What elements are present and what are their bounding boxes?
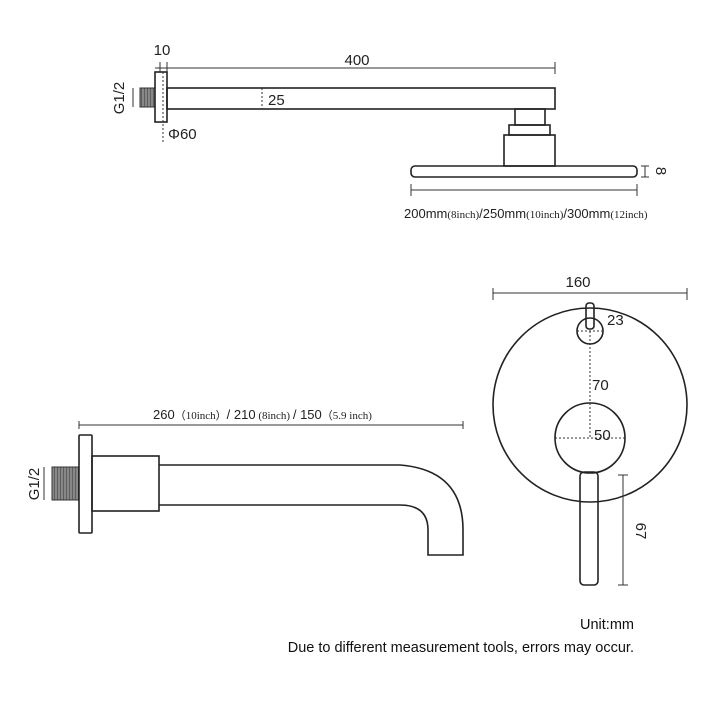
spout-body bbox=[159, 464, 464, 556]
unit-note: Unit:mm bbox=[580, 617, 634, 633]
mixer-plate bbox=[492, 307, 688, 503]
shower-head bbox=[410, 165, 638, 178]
flange-thickness-label: 10 bbox=[154, 42, 171, 59]
spout-flange bbox=[78, 434, 93, 534]
flange-diameter-label: Φ60 bbox=[168, 126, 197, 143]
lever-length-label: 67 bbox=[632, 523, 649, 540]
plate-diameter-label: 160 bbox=[565, 274, 590, 291]
spout-drawing: 260（10inch）/ 210 (8inch) / 150（5.9 inch)… bbox=[26, 407, 464, 556]
arm-length-label: 400 bbox=[344, 52, 369, 69]
knob-diameter-label: 23 bbox=[607, 312, 624, 329]
arm-height-label: 25 bbox=[268, 92, 285, 109]
mixer-lever[interactable] bbox=[579, 471, 599, 586]
head-thickness-label: 8 bbox=[652, 167, 669, 175]
mixer-drawing: 160 23 70 50 67 bbox=[492, 274, 688, 586]
handle-diameter-label: 50 bbox=[594, 427, 611, 444]
arm-flange bbox=[154, 71, 168, 123]
spout-thread-label: G1/2 bbox=[26, 468, 43, 501]
arm-thread bbox=[139, 87, 156, 108]
mixer-handle[interactable] bbox=[554, 402, 626, 474]
head-sizes-label: 200mm(8inch)/250mm(10inch)/300mm(12inch) bbox=[404, 206, 648, 221]
spacing-label: 70 bbox=[592, 377, 609, 394]
arm-thread-label: G1/2 bbox=[111, 82, 128, 115]
spout-length-label: 260（10inch）/ 210 (8inch) / 150（5.9 inch) bbox=[153, 407, 372, 422]
disclaimer-note: Due to different measurement tools, erro… bbox=[288, 640, 634, 656]
arm-pipe bbox=[166, 87, 556, 110]
spout-thread bbox=[51, 466, 80, 501]
shower-arm-drawing: 10 400 25 Φ60 G1/2 8 200mm(8inch)/250mm(… bbox=[111, 42, 669, 221]
diverter-stem bbox=[585, 302, 595, 330]
